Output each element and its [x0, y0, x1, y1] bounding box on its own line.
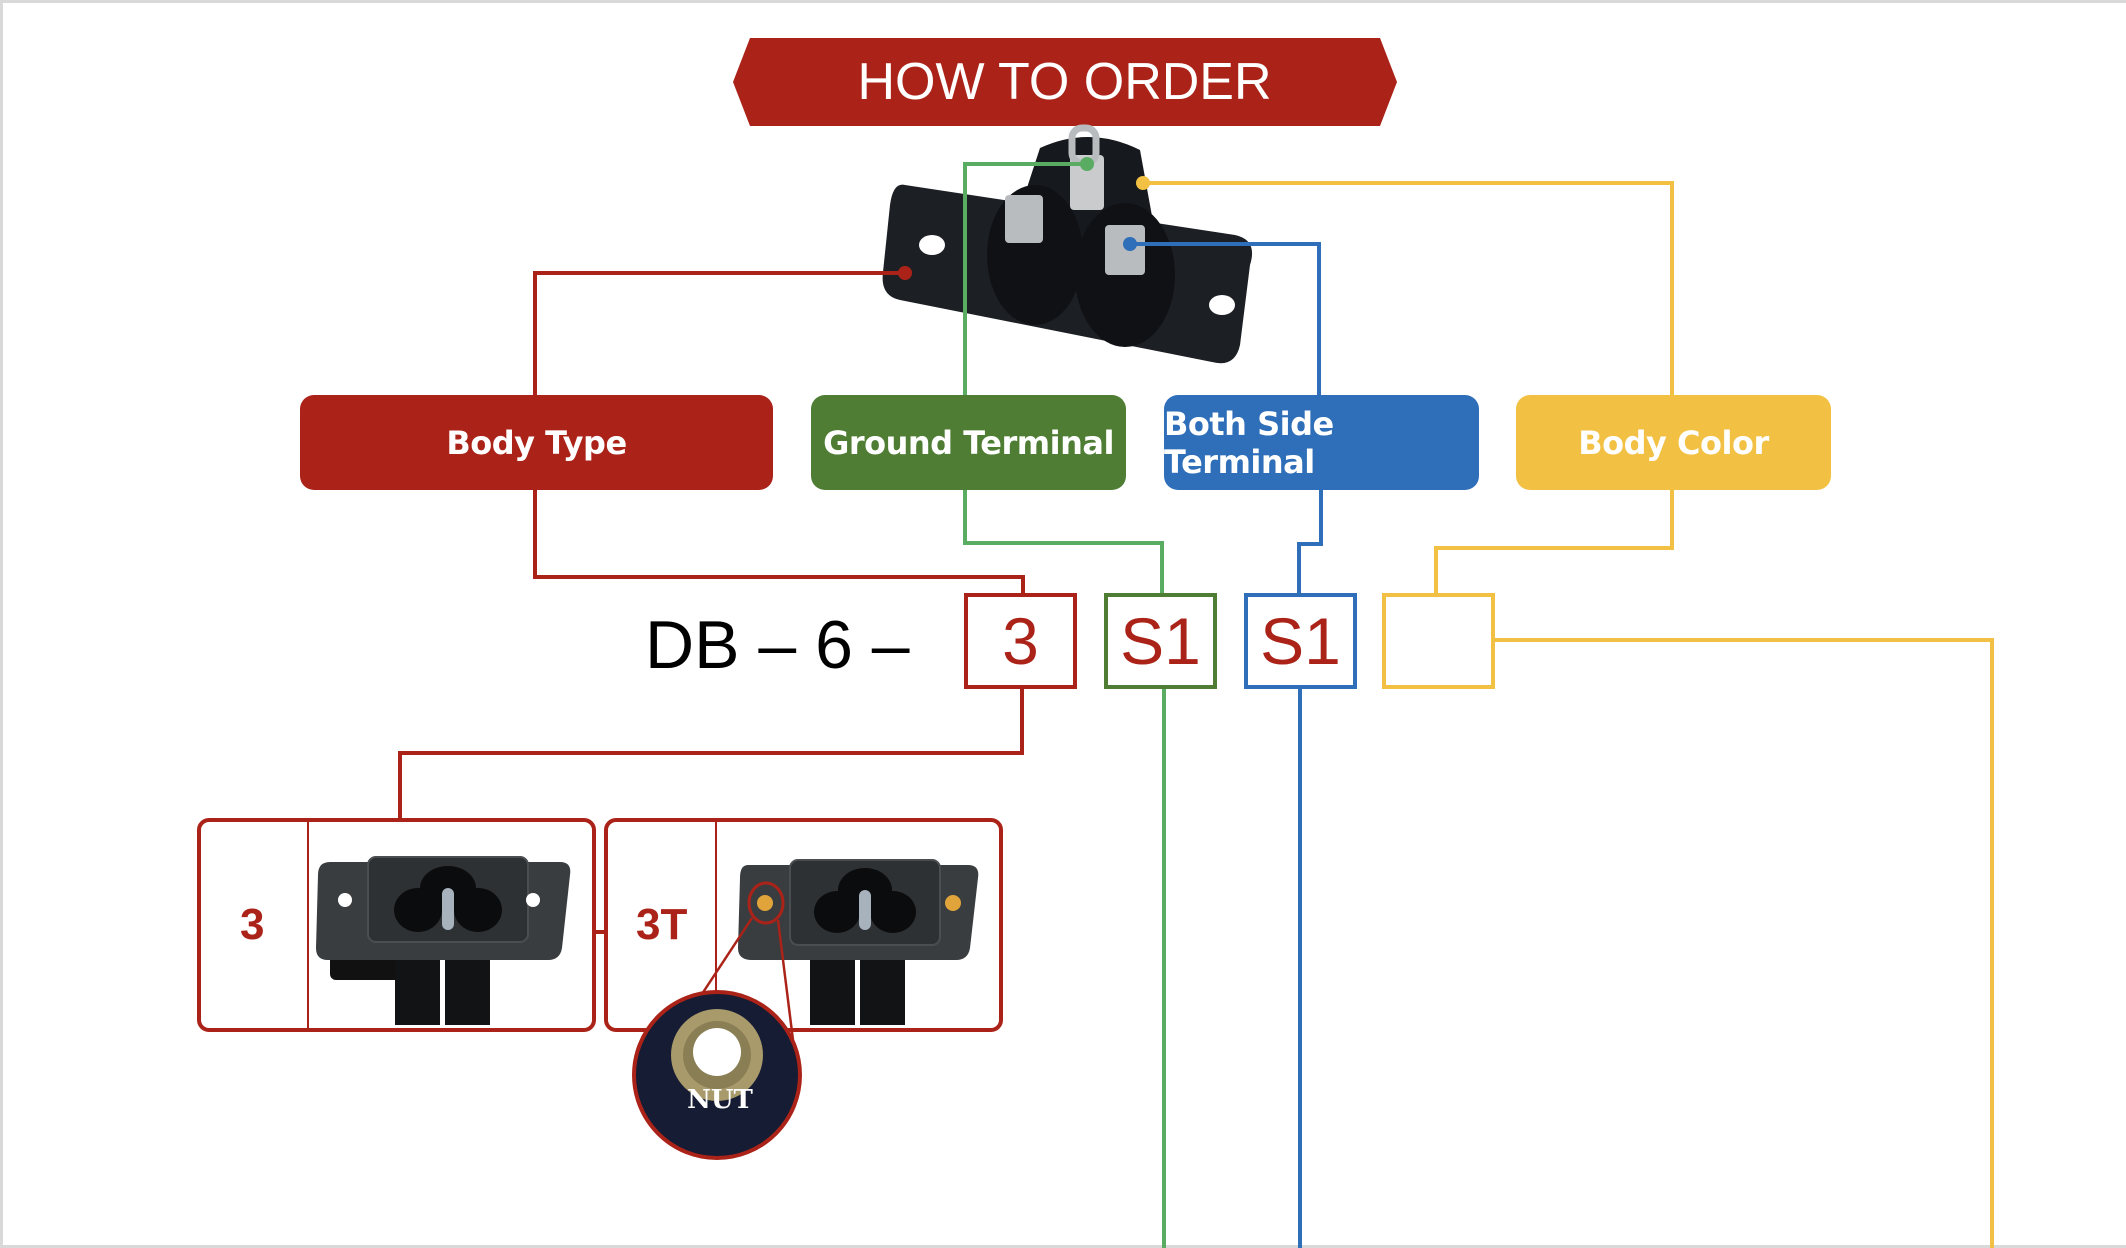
category-body-color: Body Color: [1516, 395, 1831, 490]
page-title: HOW TO ORDER: [857, 53, 1272, 111]
category-both-side-terminal: Both Side Terminal: [1164, 395, 1479, 490]
code-box-body-type[interactable]: 3: [964, 593, 1077, 689]
category-body-type: Body Type: [300, 395, 773, 490]
product-photo: [882, 124, 1253, 364]
body-type-options-connector: [398, 689, 1024, 820]
part-number-prefix: DB – 6 –: [645, 607, 910, 683]
category-ground-terminal: Ground Terminal: [811, 395, 1126, 490]
code-box-body-color[interactable]: [1382, 593, 1495, 689]
body-color-connector-bottom: [1434, 490, 1674, 593]
socket-with-nuts-icon: [673, 859, 979, 1041]
code-box-both-side-terminal[interactable]: S1: [1244, 593, 1357, 689]
socket-plain-icon: [316, 856, 571, 1025]
body-type-connector-bottom: [533, 490, 1025, 593]
variant-box-3t[interactable]: [604, 818, 1003, 1032]
body-color-connector-top: [1143, 181, 1674, 395]
code-box-ground-terminal[interactable]: S1: [1104, 593, 1217, 689]
body-type-connector-top: [533, 271, 905, 395]
nut-callout: [632, 990, 802, 1160]
variant-box-3[interactable]: [197, 818, 596, 1032]
ground-connector-top: [963, 162, 1087, 395]
nut-label: NUT: [687, 1085, 753, 1115]
both-side-connector-top: [1130, 242, 1321, 395]
both-side-connector-bottom: [1297, 490, 1323, 593]
body-color-options-line: [1494, 638, 1994, 1248]
ground-dot: [1080, 157, 1094, 171]
both-side-dot: [1123, 237, 1137, 251]
title-banner: [733, 38, 1397, 126]
body-type-dot: [898, 266, 912, 280]
body-color-dot: [1136, 176, 1150, 190]
variant-label-3t: 3T: [636, 900, 688, 949]
nut-highlight: [747, 881, 785, 925]
variant-label-3: 3: [240, 900, 265, 949]
ground-connector-bottom: [963, 490, 1164, 593]
